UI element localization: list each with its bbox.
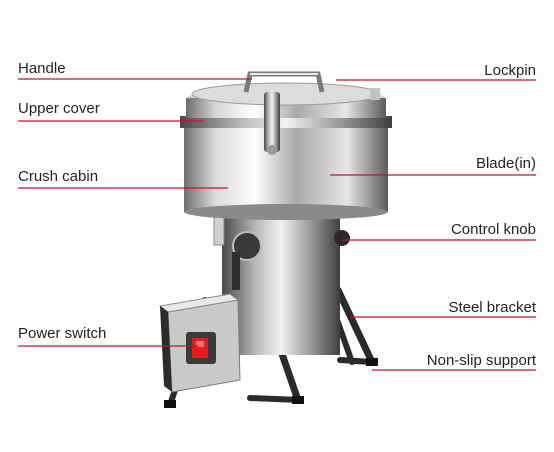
label-blade: Blade(in) — [475, 155, 536, 172]
crush-cabin — [184, 120, 388, 212]
dial-arm — [232, 252, 240, 290]
power-switch-highlight — [196, 341, 204, 347]
cover-ring — [180, 116, 392, 128]
label-non-slip-support: Non-slip support — [426, 352, 536, 369]
label-crush-cabin: Crush cabin — [18, 168, 99, 185]
foot-icon — [164, 400, 176, 408]
control-knob-icon — [334, 230, 350, 246]
switch-box-side — [160, 306, 172, 392]
label-upper-cover: Upper cover — [18, 100, 100, 117]
label-steel-bracket: Steel bracket — [448, 299, 536, 316]
label-handle: Handle — [18, 60, 66, 77]
callout-lines — [18, 78, 536, 371]
lockpin-icon — [370, 88, 380, 100]
label-lockpin: Lockpin — [484, 62, 536, 79]
label-control-knob: Control knob — [450, 221, 536, 238]
clamp-pin — [267, 145, 277, 155]
foot-icon — [366, 358, 378, 366]
motor-column — [222, 205, 340, 355]
switch-box-top — [158, 293, 240, 313]
cabin-bottom-rim — [184, 204, 388, 220]
label-power-switch: Power switch — [18, 325, 107, 342]
lockpin-clamp — [264, 92, 280, 152]
column-tab — [213, 214, 225, 246]
foot-icon — [292, 396, 304, 404]
lid-top — [191, 82, 381, 106]
